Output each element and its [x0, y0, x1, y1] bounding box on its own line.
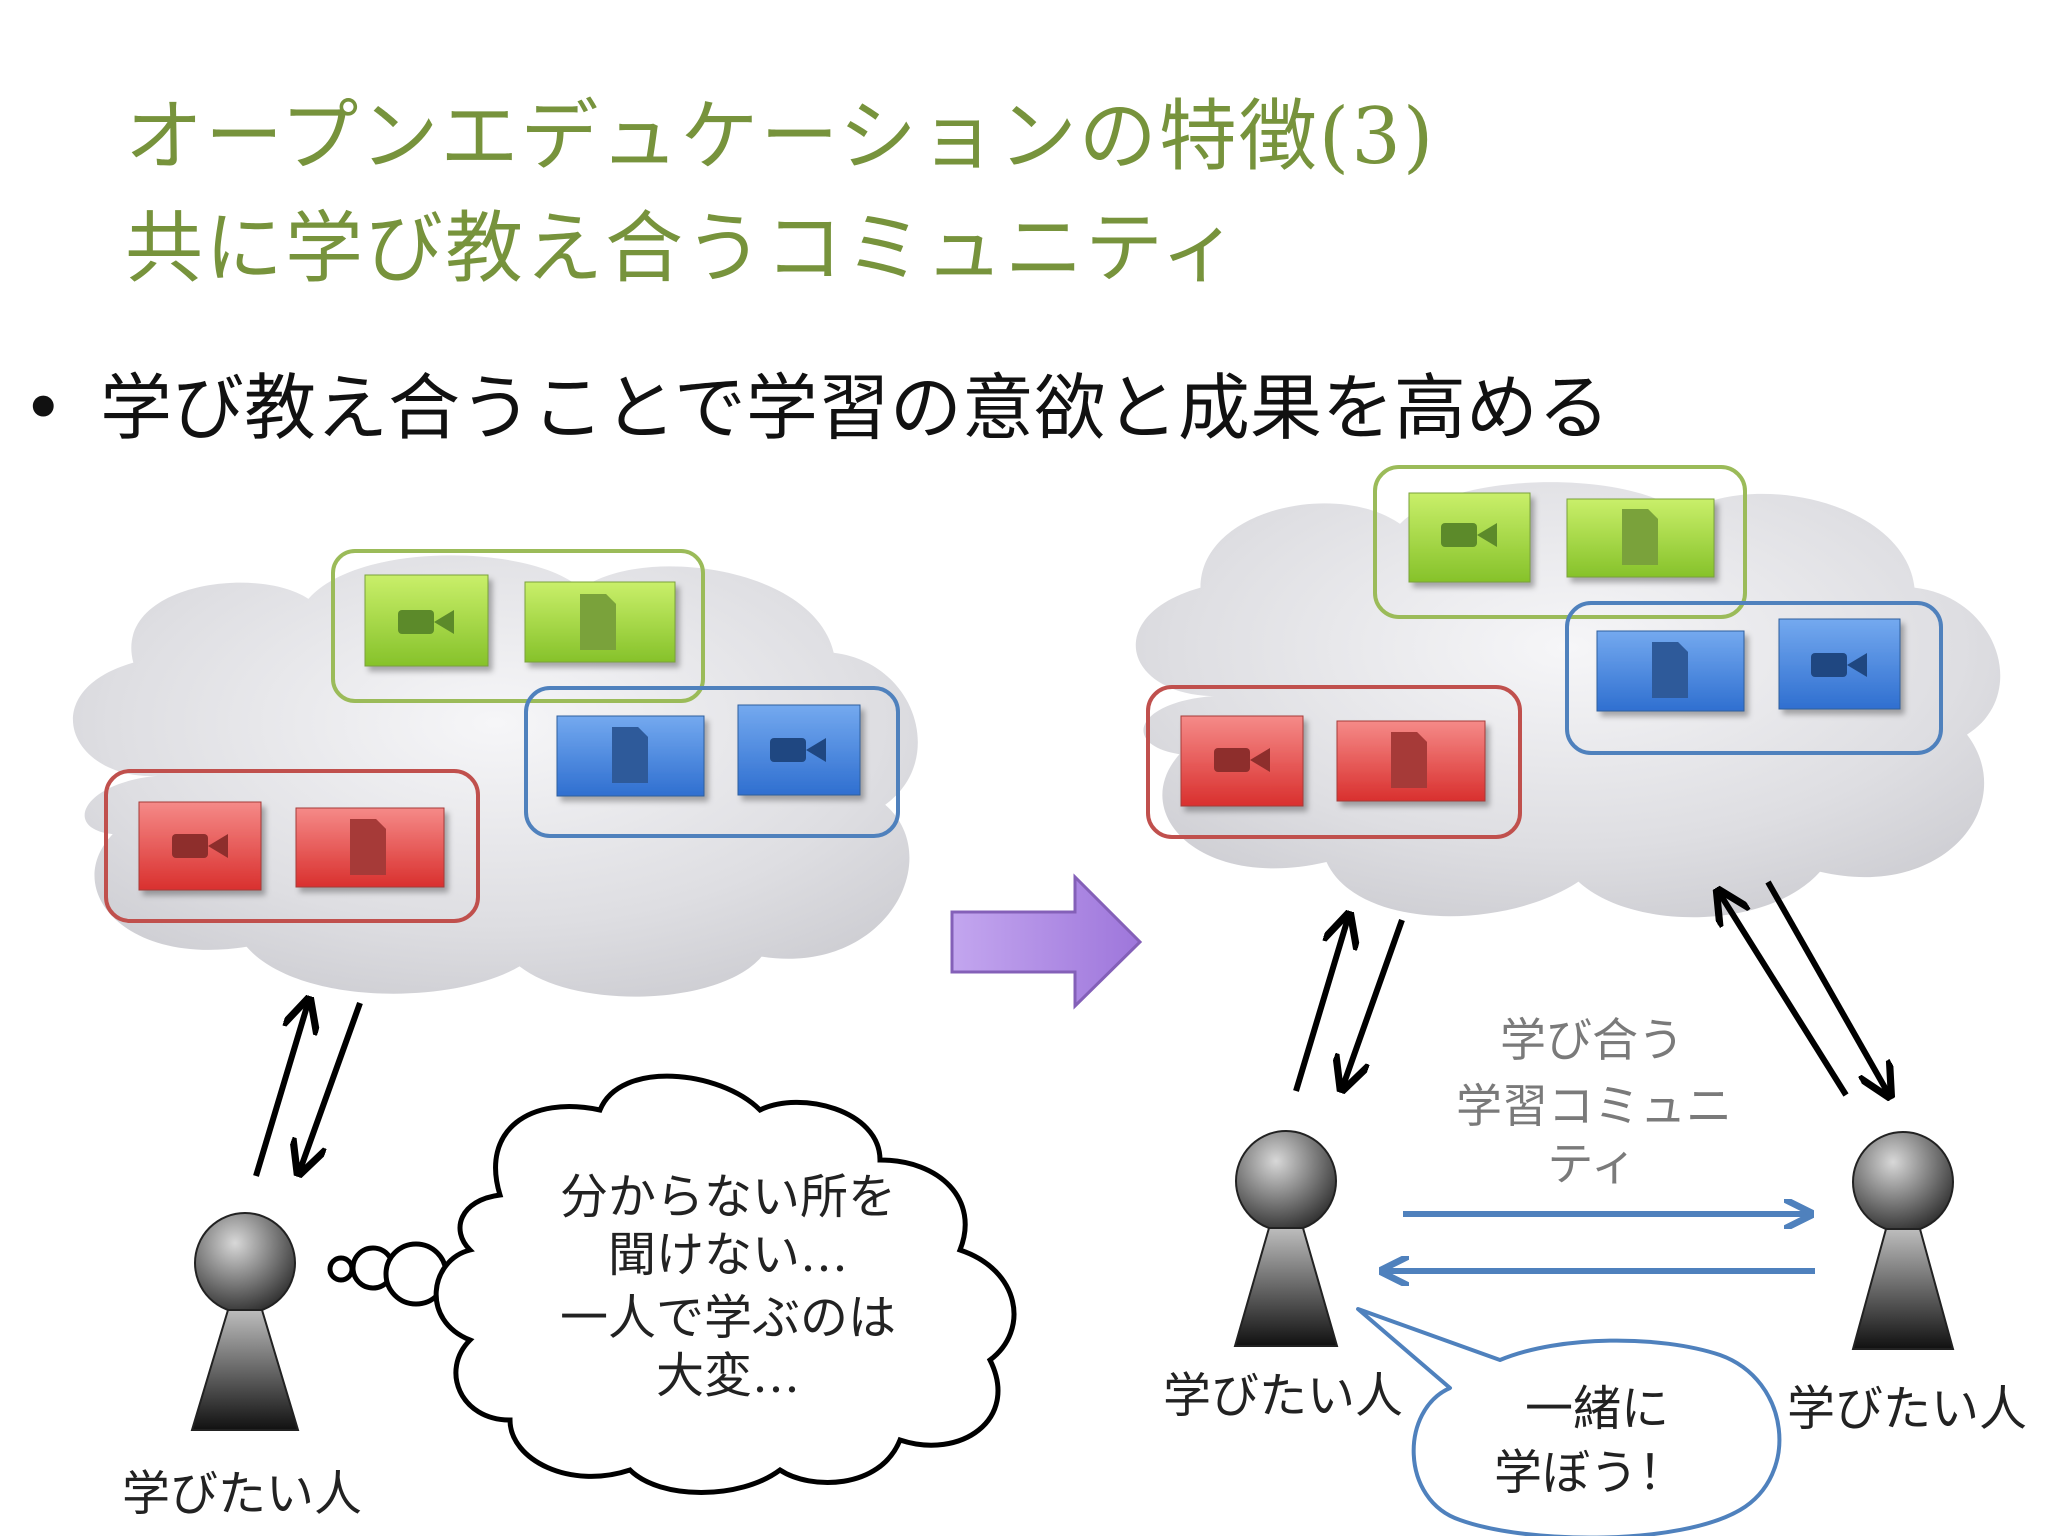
- right-red-group: [1146, 685, 1522, 839]
- speech-line1: 一緒に: [1525, 1381, 1669, 1437]
- down-arrow: [1343, 918, 1405, 1086]
- document-icon: [612, 727, 648, 783]
- right-blue-group: [1565, 601, 1943, 755]
- thought-line2: 聞けない…: [608, 1227, 848, 1283]
- community-line1: 学び合う: [1500, 1013, 1684, 1067]
- right-left-person-label: 学びたい人: [1163, 1368, 1403, 1424]
- person-icon: [190, 1212, 300, 1431]
- up-arrow: [253, 1003, 308, 1177]
- left-red-group: [104, 769, 480, 923]
- down-arrow: [300, 1001, 363, 1170]
- bullet-icon: •: [22, 366, 65, 450]
- thought-line1: 分からない所を: [560, 1169, 896, 1225]
- document-icon: [350, 819, 386, 875]
- cloud-icon: [72, 555, 918, 997]
- up-arrow: [1720, 894, 1849, 1097]
- document-icon: [1622, 509, 1658, 565]
- document-icon: [1391, 732, 1427, 788]
- left-green-group: [331, 549, 705, 703]
- document-icon: [1652, 642, 1688, 698]
- bullet-point: •学び教え合うことで学習の意欲と成果を高める: [22, 372, 1610, 444]
- speech-bubble: [1356, 1307, 1782, 1536]
- up-arrow: [1293, 918, 1348, 1092]
- thought-line3: 一人で学ぶのは: [560, 1290, 896, 1346]
- speech-line2: 学ぼう！: [1494, 1445, 1686, 1501]
- document-icon: [580, 594, 616, 650]
- thought-line4: 大変…: [656, 1348, 800, 1404]
- right-green-group: [1373, 465, 1747, 619]
- slide-title-line2: 共に学び教え合うコミュニティ: [125, 204, 1241, 294]
- person-icon: [1233, 1130, 1339, 1347]
- community-line2: 学習コミュニ: [1456, 1079, 1732, 1133]
- down-arrow: [1765, 880, 1888, 1093]
- bullet-text: 学び教え合うことで学習の意欲と成果を高める: [100, 366, 1610, 450]
- left-person-label: 学びたい人: [122, 1466, 362, 1522]
- person-icon: [1851, 1131, 1955, 1350]
- slide-title-line1: オープンエデュケーションの特徴(3): [125, 92, 1436, 182]
- right-arrow-icon: [950, 873, 1143, 1010]
- left-blue-group: [524, 686, 900, 838]
- right-right-person-label: 学びたい人: [1787, 1381, 2027, 1437]
- community-line3: ティ: [1547, 1137, 1636, 1191]
- left-cloud: [72, 555, 918, 997]
- thought-bubble: [327, 1073, 1017, 1495]
